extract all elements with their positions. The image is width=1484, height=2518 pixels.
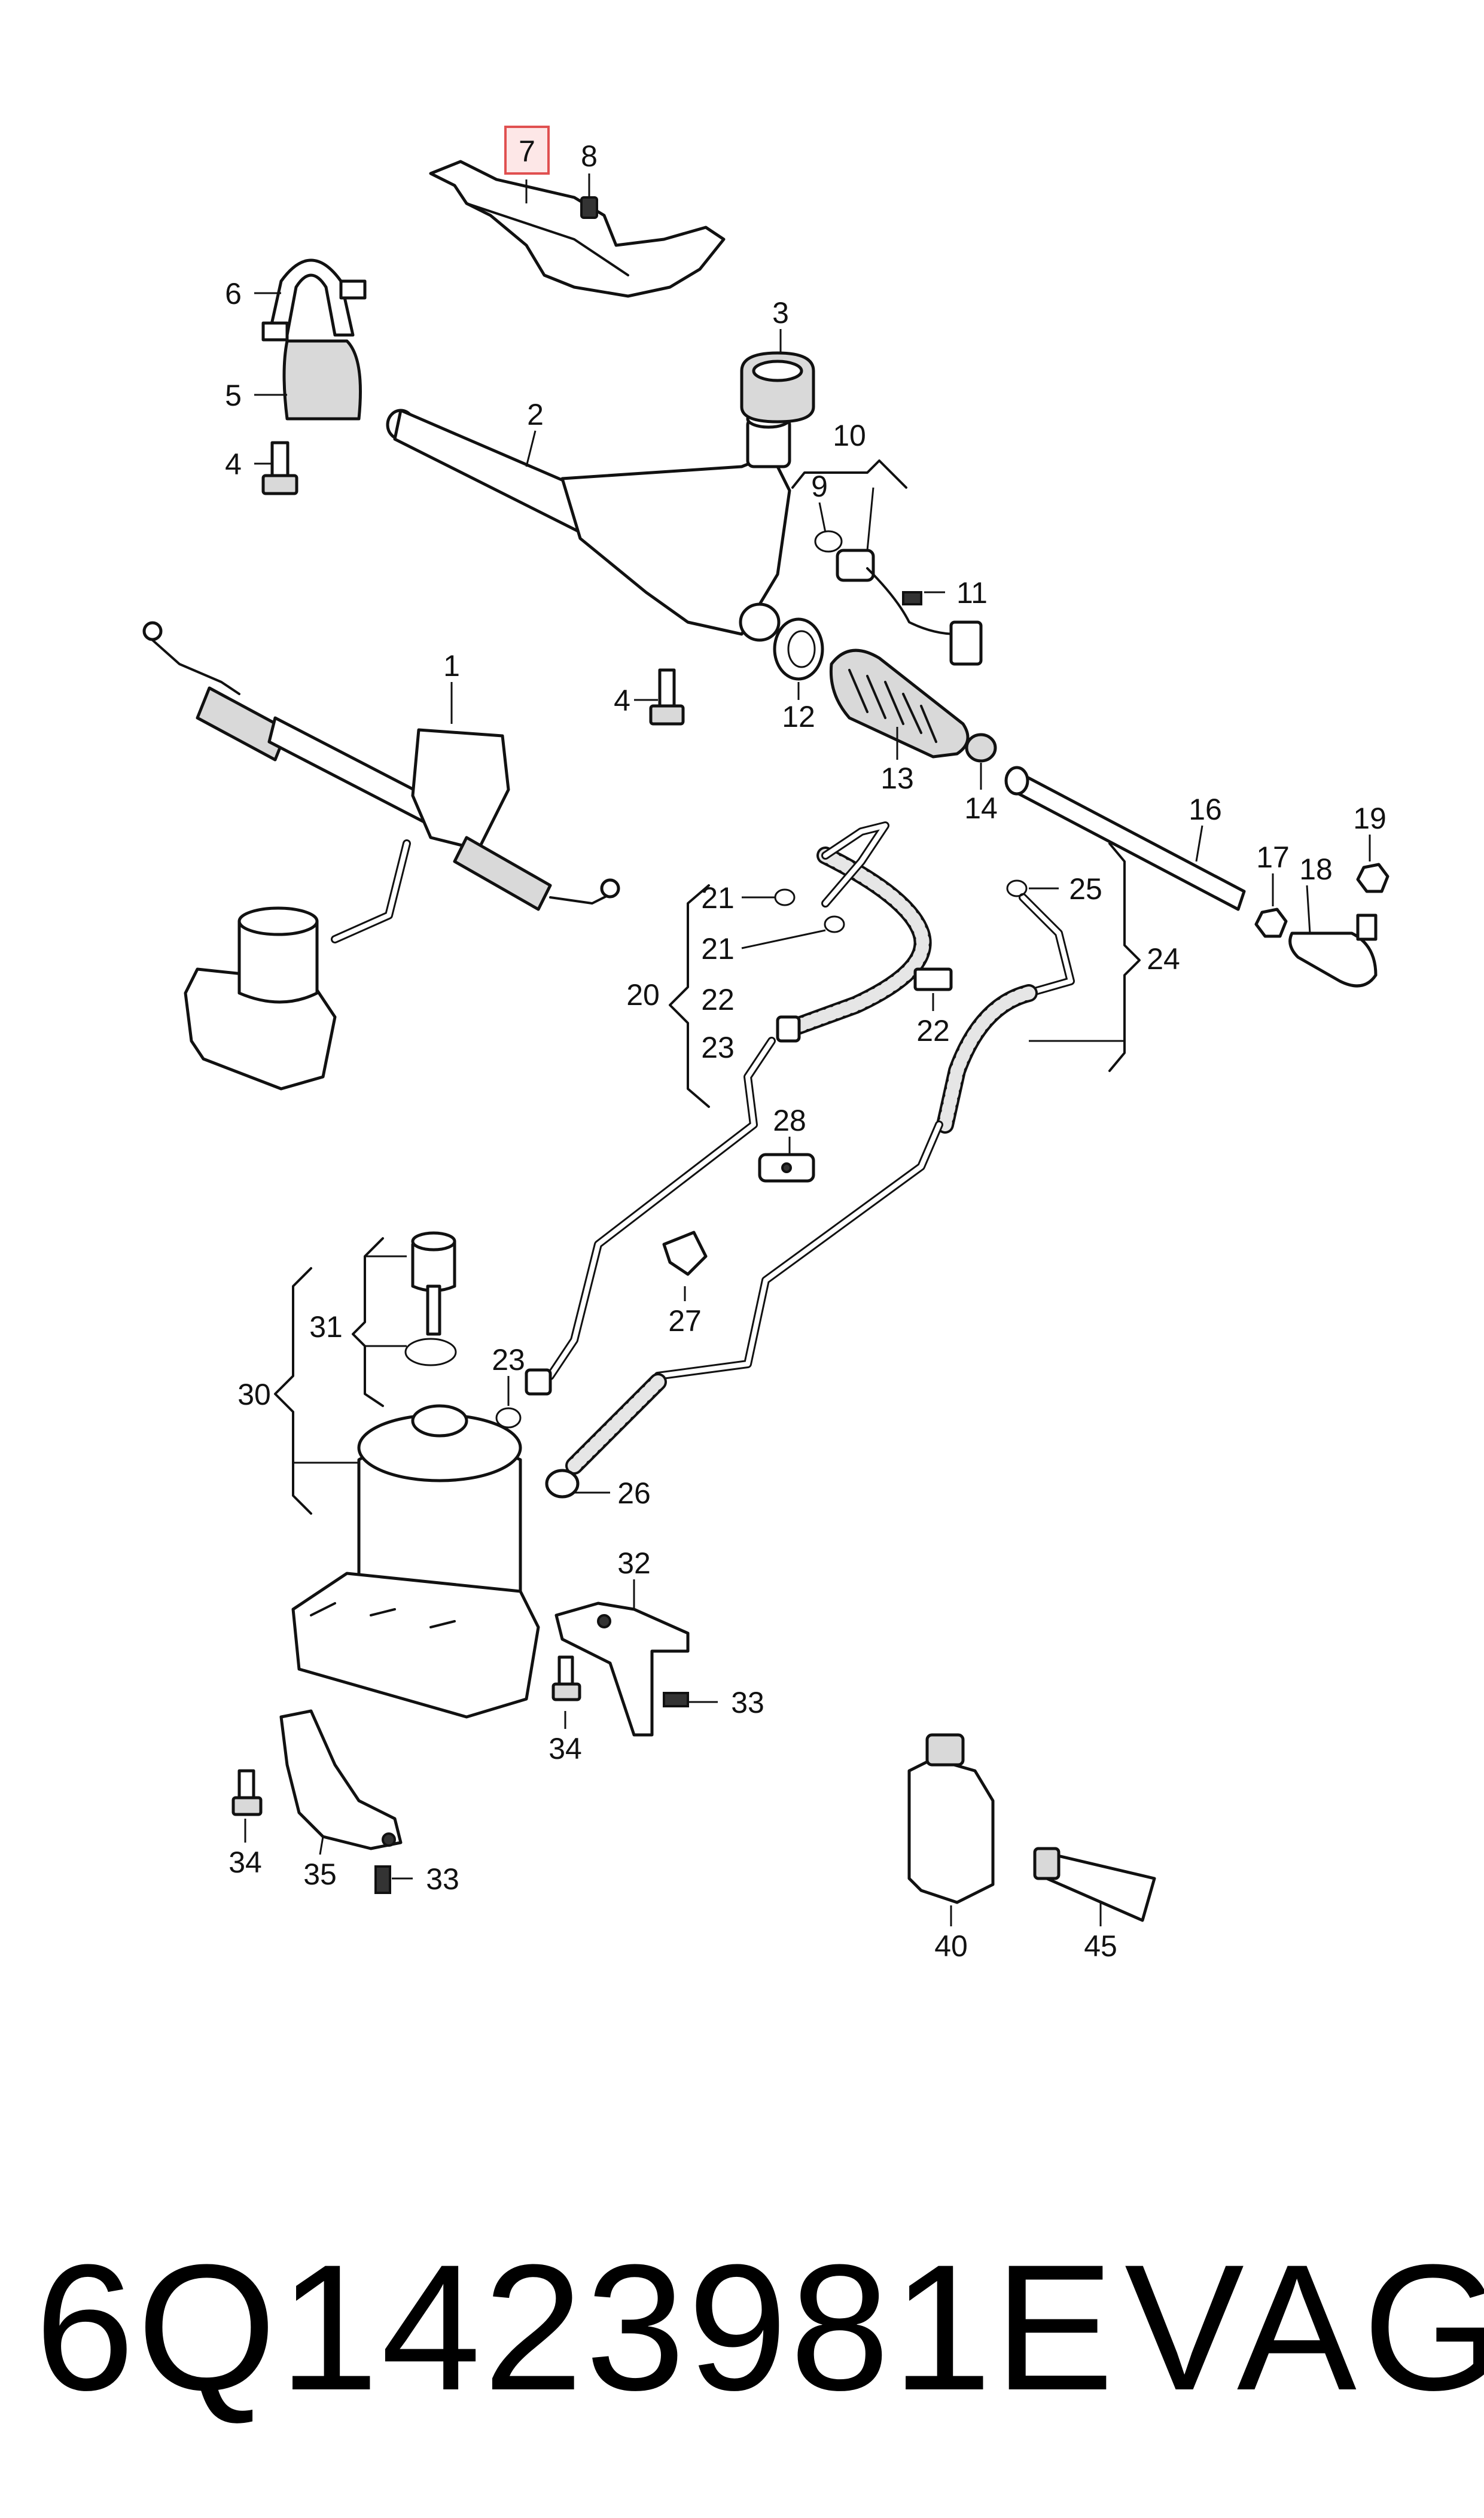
- callout-33-lower: 33: [426, 1862, 459, 1896]
- callout-24: 24: [1147, 942, 1180, 976]
- callout-7-highlight-box: [504, 126, 550, 175]
- callout-23-a: 23: [701, 1031, 735, 1064]
- part-12-clamp-ring: [773, 617, 824, 681]
- part-17-nut: [1254, 908, 1288, 938]
- part-30-pump-assembly: [291, 1404, 540, 1719]
- callout-34-lower: 34: [228, 1846, 262, 1879]
- callout-27: 27: [668, 1304, 702, 1338]
- part-25-o-ring: [1006, 879, 1028, 897]
- part-45-grease-tube: [1033, 1847, 1156, 1922]
- callout-13: 13: [880, 762, 914, 795]
- part-23-seal-lower: [495, 1407, 522, 1429]
- bracket-20: [669, 884, 710, 1108]
- callout-6: 6: [225, 277, 242, 310]
- bracket-30: [274, 1267, 312, 1515]
- part-13-bellows-boot: [829, 648, 970, 759]
- callout-1: 1: [443, 649, 460, 683]
- part-number: 6Q1423981E: [35, 2227, 1117, 2428]
- bracket-10: [791, 459, 907, 489]
- callout-28: 28: [773, 1104, 806, 1137]
- callout-8: 8: [581, 139, 598, 173]
- part-28-holder: [758, 1153, 815, 1183]
- callout-17: 17: [1256, 841, 1290, 874]
- callout-21-b: 21: [701, 932, 735, 966]
- callout-3: 3: [772, 296, 789, 330]
- part-11-screw: [902, 591, 922, 605]
- part-10-sensor: [836, 549, 983, 666]
- part-8-bolt: [580, 196, 598, 219]
- callout-9: 9: [811, 470, 828, 503]
- callout-22-a: 22: [701, 983, 735, 1016]
- part-33-bolt-lower: [374, 1865, 391, 1894]
- callout-20: 20: [626, 978, 660, 1012]
- callout-34-upper: 34: [548, 1732, 582, 1765]
- part-4-bolt-upper: [261, 441, 298, 495]
- part-3-rubber-mount: [740, 351, 815, 424]
- callout-2: 2: [527, 398, 544, 431]
- callout-40: 40: [934, 1929, 968, 1963]
- callout-32: 32: [617, 1546, 651, 1580]
- part-26-hose-end: [545, 1373, 667, 1499]
- part-16-tie-rod: [1004, 766, 1246, 911]
- callout-21-a: 21: [701, 881, 735, 915]
- part-5-rubber-bush: [282, 339, 362, 421]
- callout-10: 10: [833, 419, 866, 452]
- part-33-bolt-upper: [663, 1692, 689, 1707]
- part-1-steering-assembly: [142, 621, 620, 1091]
- part-14-clip: [965, 733, 997, 763]
- part-34-bolt-upper: [551, 1655, 581, 1701]
- part-9-o-ring: [814, 530, 843, 553]
- callout-12: 12: [782, 700, 815, 733]
- callouts: 7 8 6 5 4 3 2 1 10 9 11 12 4 13 14 16 17…: [225, 126, 1387, 1963]
- part-20-hose: [525, 821, 932, 1396]
- part-4-bolt-lower: [649, 668, 685, 726]
- part-19-nut: [1356, 863, 1389, 893]
- part-40-fluid-bottle: [907, 1733, 995, 1904]
- parts-diagram: 7 8 6 5 4 3 2 1 10 9 11 12 4 13 14 16 17…: [142, 126, 1389, 1963]
- callout-45: 45: [1084, 1929, 1117, 1963]
- leader-lines: [244, 173, 1371, 1926]
- part-22-banjo-bolt: [913, 967, 953, 991]
- callout-14: 14: [964, 791, 998, 825]
- part-24-return-hose: [654, 893, 1075, 1380]
- part-18-tie-rod-end: [1288, 914, 1378, 988]
- callout-4-lower: 4: [614, 684, 630, 717]
- callout-18: 18: [1299, 852, 1333, 886]
- part-32-bracket: [554, 1601, 690, 1737]
- bracket-31: [352, 1237, 384, 1407]
- callout-33-upper: 33: [731, 1686, 764, 1719]
- callout-11: 11: [956, 576, 988, 610]
- callout-25: 25: [1069, 872, 1102, 906]
- callout-30: 30: [237, 1378, 271, 1411]
- callout-4-upper: 4: [225, 447, 242, 481]
- part-6-clamp: [261, 258, 367, 342]
- callout-31: 31: [309, 1310, 343, 1344]
- part-31-filler-cap: [404, 1231, 457, 1366]
- callout-5: 5: [225, 379, 242, 412]
- callout-19: 19: [1353, 802, 1387, 835]
- part-34-bolt-lower: [231, 1769, 263, 1816]
- part-2-steering-rack: [386, 409, 791, 642]
- bracket-24: [1108, 842, 1141, 1072]
- callout-16: 16: [1189, 793, 1222, 826]
- part-27-clip: [662, 1231, 708, 1276]
- callout-22-b: 22: [916, 1014, 950, 1048]
- callout-35: 35: [303, 1858, 337, 1891]
- callout-26: 26: [617, 1476, 651, 1510]
- part-21-o-rings: [774, 888, 845, 933]
- part-35-bracket: [279, 1709, 403, 1850]
- callout-7: 7: [519, 135, 535, 168]
- callout-23-b: 23: [492, 1343, 525, 1377]
- brand-name: VAG: [1125, 2227, 1484, 2428]
- part-7-heat-shield: [429, 160, 726, 298]
